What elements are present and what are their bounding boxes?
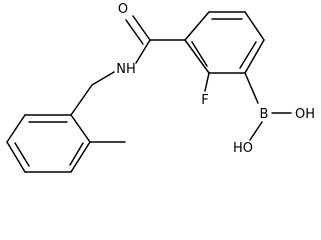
bond xyxy=(244,72,259,104)
phenyl-ring-boronic xyxy=(184,11,265,74)
bond-carbonyl-second xyxy=(125,19,144,45)
atom-label-nh: NH xyxy=(116,62,136,77)
bond-double-inner xyxy=(69,142,84,166)
bond xyxy=(184,11,210,41)
bond-double-inner xyxy=(191,41,208,67)
bond-double-inner xyxy=(14,142,30,167)
molecule-structure-diagram: O NH F B OH HO xyxy=(6,2,315,173)
atom-label-oxygen: O xyxy=(118,2,128,17)
bond xyxy=(244,39,265,74)
bond xyxy=(70,114,91,143)
amide-group xyxy=(70,15,186,116)
bond-fluorine xyxy=(204,72,210,92)
bond-double-inner xyxy=(239,41,257,69)
bond xyxy=(6,114,26,143)
atom-label-ho: HO xyxy=(233,141,253,156)
bond xyxy=(70,141,91,173)
atom-label-oh: OH xyxy=(295,107,315,122)
bond xyxy=(249,121,263,141)
atom-label-boron: B xyxy=(260,107,269,122)
bond xyxy=(244,11,265,41)
phenyl-ring-methyl xyxy=(6,114,126,173)
bond xyxy=(184,39,210,74)
bond xyxy=(135,39,151,64)
bond xyxy=(70,84,93,116)
bond xyxy=(91,71,115,86)
bond-carbonyl xyxy=(132,15,151,41)
boronic-acid-group xyxy=(244,72,292,141)
bond xyxy=(6,141,26,173)
atom-label-fluorine: F xyxy=(201,93,208,108)
